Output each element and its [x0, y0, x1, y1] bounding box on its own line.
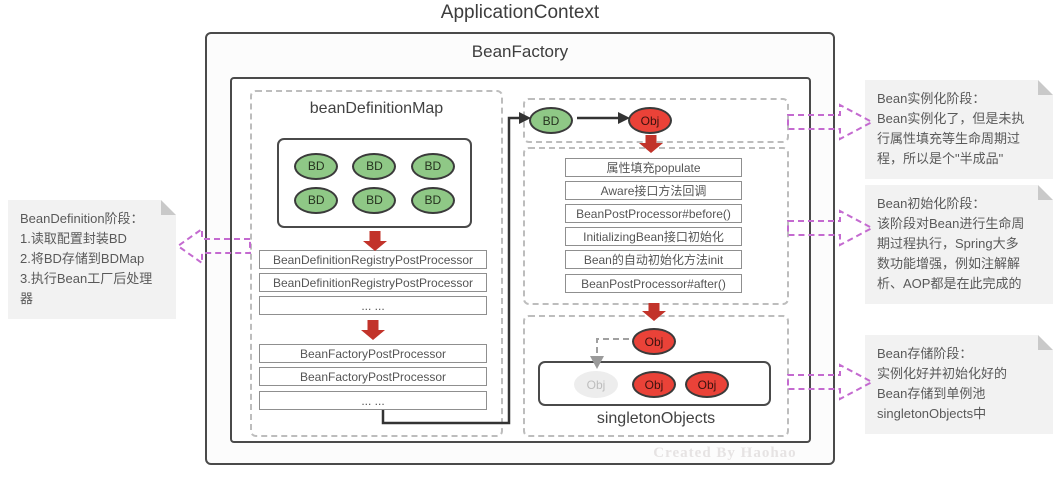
note-bean-definition-stage: BeanDefinition阶段： 1.读取配置封装BD 2.将BD存储到BDM…	[8, 200, 176, 319]
lifecycle-step: BeanPostProcessor#before()	[565, 204, 742, 223]
lifecycle-step: BeanPostProcessor#after()	[565, 274, 742, 293]
bean-factory-label: BeanFactory	[471, 42, 569, 61]
obj-oval-ghost: Obj	[574, 371, 618, 398]
bean-definition-map-label: beanDefinitionMap	[309, 100, 444, 117]
note-fold-icon	[1038, 335, 1053, 350]
obj-oval: Obj	[632, 371, 676, 398]
bean-factory-post-processor: BeanFactoryPostProcessor	[259, 367, 487, 386]
note-body: 1.读取配置封装BD 2.将BD存储到BDMap 3.执行Bean工厂后处理器	[20, 231, 153, 306]
bd-oval: BD	[410, 152, 455, 180]
bd-oval: BD	[352, 186, 397, 214]
obj-oval: Obj	[628, 107, 672, 134]
more-processors-ellipsis: ... ...	[259, 296, 487, 315]
bd-oval: BD	[294, 186, 339, 214]
more-processors-ellipsis: ... ...	[259, 391, 487, 410]
note-fold-icon	[1038, 185, 1053, 200]
lifecycle-step: 属性填充populate	[565, 158, 742, 177]
lifecycle-step: Aware接口方法回调	[565, 181, 742, 200]
note-bean-storage-stage: Bean存储阶段： 实例化好并初始化好的 Bean存储到单例池 singleto…	[865, 335, 1053, 434]
note-title: BeanDefinition阶段：	[20, 211, 144, 226]
note-body: Bean实例化了，但是未执 行属性填充等生命周期过 程，所以是个"半成品"	[877, 111, 1025, 166]
bd-oval: BD	[529, 107, 573, 134]
bean-factory-post-processor: BeanFactoryPostProcessor	[259, 344, 487, 363]
note-bean-instantiation-stage: Bean实例化阶段： Bean实例化了，但是未执 行属性填充等生命周期过 程，所…	[865, 80, 1053, 179]
note-fold-icon	[1038, 80, 1053, 95]
watermark: Created By Haohao	[653, 445, 797, 461]
bd-oval: BD	[352, 152, 397, 180]
bd-oval: BD	[294, 152, 339, 180]
bean-definition-registry-post-processor: BeanDefinitionRegistryPostProcessor	[259, 250, 487, 269]
lifecycle-step: InitializingBean接口初始化	[565, 227, 742, 246]
obj-oval: Obj	[632, 328, 676, 355]
note-fold-icon	[161, 200, 176, 215]
note-title: Bean存储阶段：	[877, 346, 973, 361]
lifecycle-step: Bean的自动初始化方法init	[565, 250, 742, 269]
singleton-objects-label: singletonObjects	[596, 410, 716, 427]
note-title: Bean实例化阶段：	[877, 91, 986, 106]
obj-oval: Obj	[685, 371, 729, 398]
note-bean-initialization-stage: Bean初始化阶段： 该阶段对Bean进行生命周 期过程执行，Spring大多 …	[865, 185, 1053, 304]
bean-definition-registry-post-processor: BeanDefinitionRegistryPostProcessor	[259, 273, 487, 292]
note-title: Bean初始化阶段：	[877, 196, 986, 211]
note-body: 实例化好并初始化好的 Bean存储到单例池 singletonObjects中	[877, 366, 1008, 421]
note-body: 该阶段对Bean进行生命周 期过程执行，Spring大多 数功能增强，例如注解解…	[877, 216, 1025, 291]
bean-definition-map-store: BD BD BD BD BD BD	[277, 138, 472, 228]
bd-oval: BD	[410, 186, 455, 214]
page-title: ApplicationContext	[440, 2, 600, 23]
